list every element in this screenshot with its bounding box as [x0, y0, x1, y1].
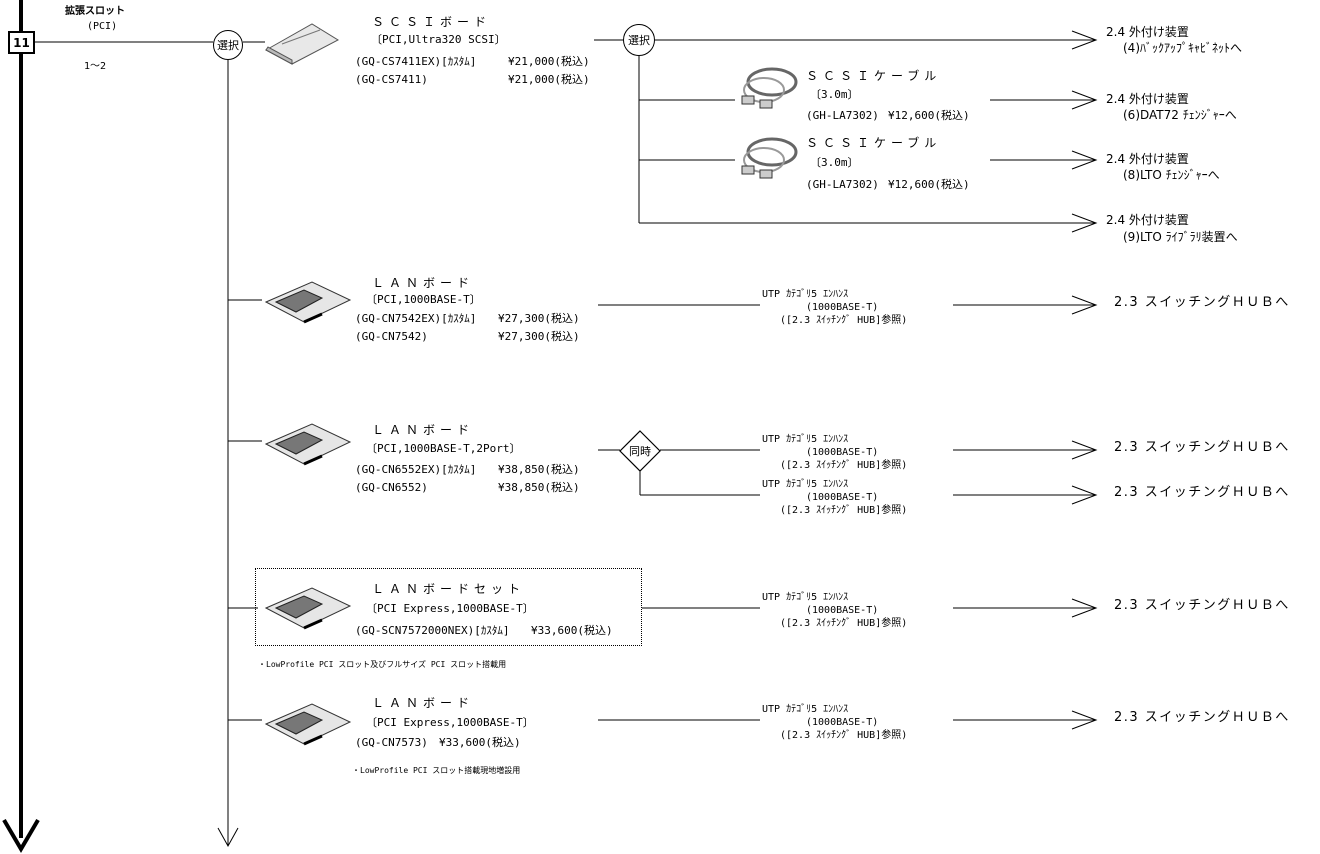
utp-label-1-line1: UTP ｶﾃｺﾞﾘ5 ｴﾝﾊﾝｽ [762, 289, 849, 300]
lan-board-3-note: ・LowProfile PCI スロット及びフルサイズ PCI スロット搭載用 [258, 660, 507, 669]
lan-board-4-price-1: ¥33,600(税込) [439, 736, 521, 749]
scsi-board-spec: 〔PCI,Ultra320 SCSI〕 [371, 33, 506, 46]
scsi-cable-title-2: ＳＣＳＩケーブル [806, 136, 942, 150]
dest-scsi-4-head: 2.4 外付け装置 [1106, 213, 1189, 227]
dest-hub-2: 2.3 スイッチングＨＵＢへ [1114, 440, 1290, 455]
slot-bus: (PCI) [87, 21, 118, 32]
scsi-board-part-1: (GQ-CS7411EX)[ｶｽﾀﾑ] [355, 55, 477, 68]
select-node-2: 選択 [623, 24, 655, 56]
dest-scsi-3-sub: (8)LTO ﾁｪﾝｼﾞｬｰへ [1123, 168, 1220, 182]
lan-board-3-price-1: ¥33,600(税込) [531, 624, 613, 637]
lan-board-2-price-1: ¥38,850(税込) [498, 463, 580, 476]
lan-board-2-spec: 〔PCI,1000BASE-T,2Port〕 [366, 442, 521, 455]
scsi-cable-spec-1: 〔3.0m〕 [810, 88, 859, 101]
utp-label-1-line3: ([2.3 ｽｲｯﾁﾝｸﾞ HUB]参照) [780, 315, 908, 326]
dest-scsi-3-head: 2.4 外付け装置 [1106, 152, 1189, 166]
utp-label-1-line2: (1000BASE-T) [806, 302, 879, 313]
scsi-board-title: ＳＣＳＩボード [372, 15, 492, 29]
scsi-cable-part-2: (GH-LA7302) [806, 178, 879, 191]
slot-name: 拡張スロット [65, 6, 125, 17]
scsi-cable-price-2: ¥12,600(税込) [888, 178, 970, 191]
scsi-board-image [264, 23, 340, 65]
lan-board-3-title: ＬＡＮボードセット [372, 582, 526, 596]
utp-label-3-line1: UTP ｶﾃｺﾞﾘ5 ｴﾝﾊﾝｽ [762, 479, 849, 490]
dest-scsi-4-sub: (9)LTO ﾗｲﾌﾞﾗﾘ装置へ [1123, 230, 1238, 244]
utp-label-4-line1: UTP ｶﾃｺﾞﾘ5 ｴﾝﾊﾝｽ [762, 592, 849, 603]
utp-label-4-line3: ([2.3 ｽｲｯﾁﾝｸﾞ HUB]参照) [780, 618, 908, 629]
dest-scsi-1-sub: (4)ﾊﾞｯｸｱｯﾌﾟｷｬﾋﾞﾈｯﾄへ [1123, 41, 1242, 55]
utp-label-5-line3: ([2.3 ｽｲｯﾁﾝｸﾞ HUB]参照) [780, 730, 908, 741]
lan-board-3-spec: 〔PCI Express,1000BASE-T〕 [366, 602, 534, 615]
scsi-cable-image-2 [741, 137, 798, 179]
utp-label-3-line2: (1000BASE-T) [806, 492, 879, 503]
diamond-shape [619, 430, 661, 472]
lan-board-2-part-2: (GQ-CN6552) [355, 481, 428, 494]
lan-board-4-spec: 〔PCI Express,1000BASE-T〕 [366, 716, 534, 729]
dest-hub-5: 2.3 スイッチングＨＵＢへ [1114, 710, 1290, 725]
lan-board-image-2 [264, 423, 352, 466]
lan-board-2-price-2: ¥38,850(税込) [498, 481, 580, 494]
scsi-board-part-2: (GQ-CS7411) [355, 73, 428, 86]
lan-board-1-part-1: (GQ-CN7542EX)[ｶｽﾀﾑ] [355, 312, 477, 325]
scsi-cable-part-1: (GH-LA7302) [806, 109, 879, 122]
lan-board-2-title: ＬＡＮボード [372, 423, 475, 437]
select-node-1: 選択 [213, 30, 243, 60]
scsi-board-price-1: ¥21,000(税込) [508, 55, 590, 68]
utp-label-3-line3: ([2.3 ｽｲｯﾁﾝｸﾞ HUB]参照) [780, 505, 908, 516]
dest-scsi-1-head: 2.4 外付け装置 [1106, 25, 1189, 39]
lan-board-1-price-1: ¥27,300(税込) [498, 312, 580, 325]
utp-label-4-line2: (1000BASE-T) [806, 605, 879, 616]
lan-board-set-frame [255, 568, 642, 646]
lan-board-1-price-2: ¥27,300(税込) [498, 330, 580, 343]
lan-board-image-1 [264, 281, 352, 324]
dest-hub-3: 2.3 スイッチングＨＵＢへ [1114, 485, 1290, 500]
lan-board-1-spec: 〔PCI,1000BASE-T〕 [366, 293, 481, 306]
slot-range: 1～2 [84, 61, 107, 72]
utp-label-2-line2: (1000BASE-T) [806, 447, 879, 458]
lan-board-1-part-2: (GQ-CN7542) [355, 330, 428, 343]
utp-label-5-line1: UTP ｶﾃｺﾞﾘ5 ｴﾝﾊﾝｽ [762, 704, 849, 715]
utp-label-2-line1: UTP ｶﾃｺﾞﾘ5 ｴﾝﾊﾝｽ [762, 434, 849, 445]
utp-label-2-line3: ([2.3 ｽｲｯﾁﾝｸﾞ HUB]参照) [780, 460, 908, 471]
lan-board-3-part-1: (GQ-SCN7572000NEX)[ｶｽﾀﾑ] [355, 624, 510, 637]
dest-hub-4: 2.3 スイッチングＨＵＢへ [1114, 598, 1290, 613]
slot-number-badge: 11 [8, 31, 35, 54]
dest-scsi-2-head: 2.4 外付け装置 [1106, 92, 1189, 106]
utp-label-5-line2: (1000BASE-T) [806, 717, 879, 728]
lan-board-image-4 [264, 703, 352, 746]
lan-board-1-title: ＬＡＮボード [372, 276, 475, 290]
lan-board-4-part-1: (GQ-CN7573) [355, 736, 428, 749]
dest-scsi-2-sub: (6)DAT72 ﾁｪﾝｼﾞｬｰへ [1123, 108, 1237, 122]
scsi-cable-title-1: ＳＣＳＩケーブル [806, 69, 942, 83]
lan-board-4-title: ＬＡＮボード [372, 696, 475, 710]
dest-hub-1: 2.3 スイッチングＨＵＢへ [1114, 295, 1290, 310]
scsi-cable-image-1 [741, 67, 798, 109]
lan-board-4-note: ・LowProfile PCI スロット搭載現地増設用 [352, 766, 521, 775]
simultaneous-label: 同時 [629, 445, 651, 458]
scsi-board-price-2: ¥21,000(税込) [508, 73, 590, 86]
scsi-cable-price-1: ¥12,600(税込) [888, 109, 970, 122]
lan-board-image-3 [264, 587, 352, 630]
lan-board-2-part-1: (GQ-CN6552EX)[ｶｽﾀﾑ] [355, 463, 477, 476]
simultaneous-node: 同時 [619, 430, 661, 472]
scsi-cable-spec-2: 〔3.0m〕 [810, 156, 859, 169]
